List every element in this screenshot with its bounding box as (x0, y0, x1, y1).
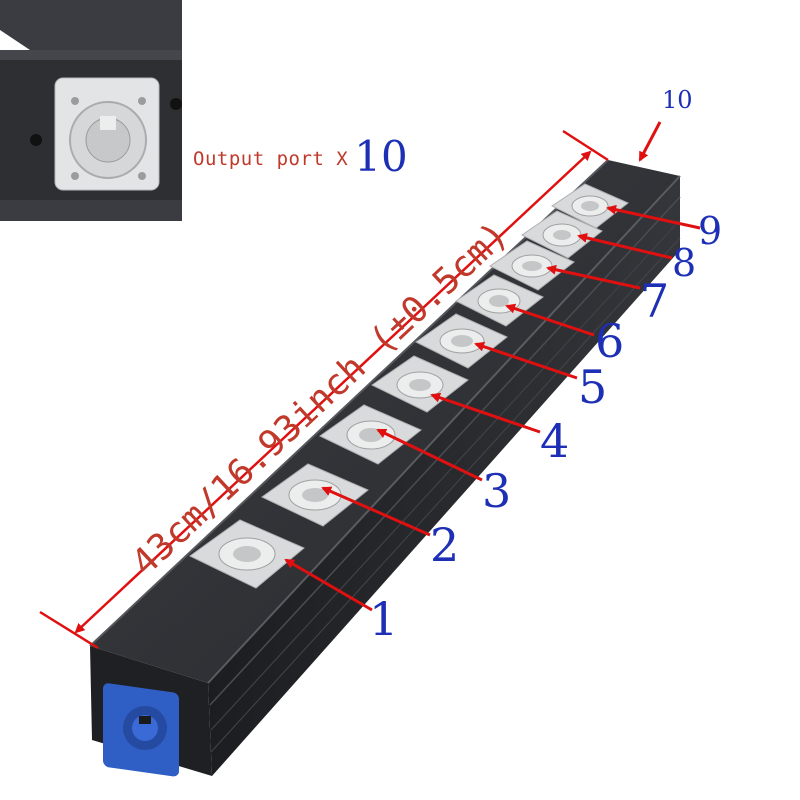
port-10-label: 10 (662, 86, 693, 114)
caption-count: 10 (354, 132, 408, 181)
port-number-label: 4 (540, 414, 570, 468)
input-connector (103, 683, 179, 777)
port-number-label: 3 (482, 464, 512, 518)
port-number-label: 7 (640, 274, 670, 328)
port-number-label: 8 (672, 241, 697, 285)
power-distribution-bar (89, 159, 681, 777)
port-number-label: 9 (698, 209, 723, 253)
inset-photo (0, 0, 182, 221)
caption-text: Output port X (193, 148, 349, 170)
port-number-label: 5 (578, 360, 608, 414)
pointer-arrow (606, 204, 701, 230)
dimension-line (39, 129, 609, 650)
pointer-arrow (638, 121, 662, 162)
port-number-label: 2 (430, 518, 460, 572)
port-number-label: 1 (369, 592, 399, 646)
port-number-label: 6 (595, 314, 625, 368)
pointer-arrow (577, 232, 673, 260)
